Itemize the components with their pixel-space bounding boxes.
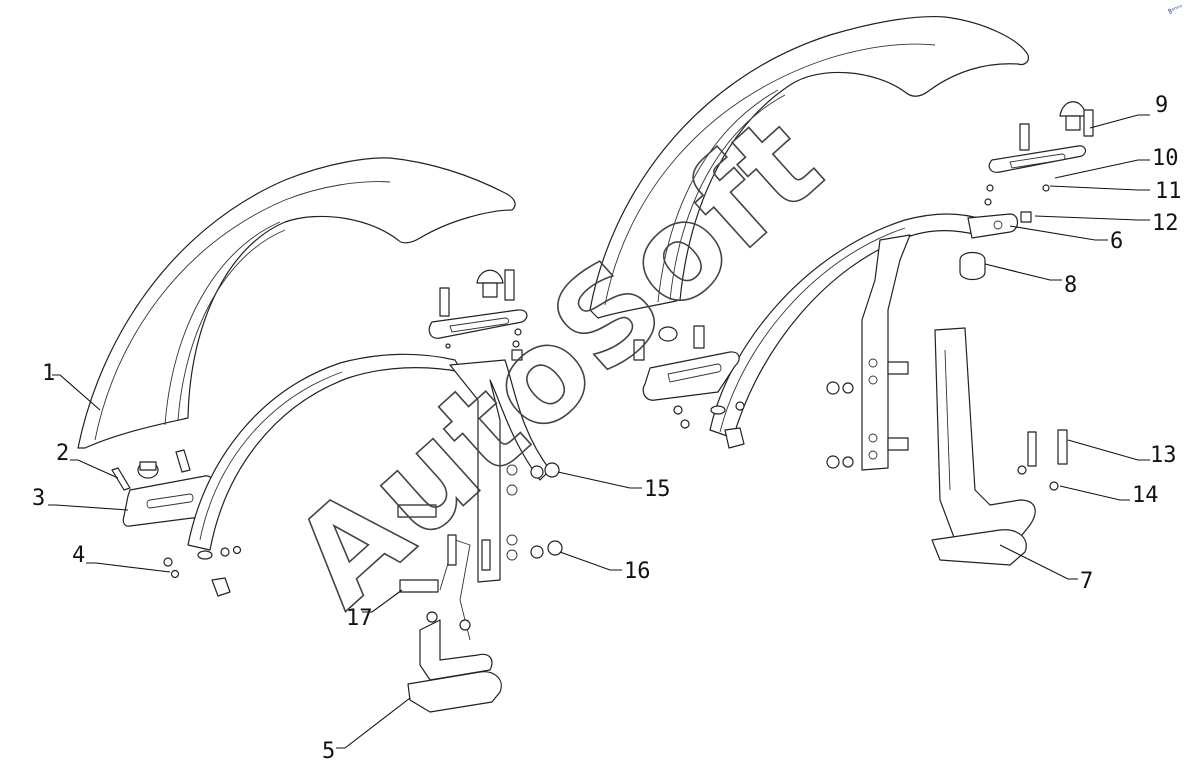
callout-4: 4 [72,543,85,568]
right-base-mount [931,327,1068,566]
callout-5: 5 [322,739,335,764]
callout-17: 17 [346,606,373,631]
callout-13: 13 [1150,443,1177,468]
callout-9: 9 [1155,93,1168,118]
callout-15: 15 [644,477,671,502]
corner-mark: ꝸᵉᵐᵐ [1167,3,1184,16]
callout-labels: 1 2 3 4 5 6 7 8 9 10 11 12 13 14 15 16 1… [32,93,1182,764]
mid-bracket-plate [633,325,740,429]
callout-14: 14 [1132,483,1159,508]
callout-11: 11 [1155,179,1182,204]
leader-lines [48,114,1150,749]
callout-8: 8 [1064,273,1077,298]
callout-1: 1 [42,361,55,386]
right-top-bracket [984,101,1094,223]
callout-2: 2 [56,441,69,466]
callout-6: 6 [1110,229,1123,254]
callout-3: 3 [32,486,45,511]
right-fender [589,16,1029,319]
right-fender-stay [709,213,1019,449]
callout-7: 7 [1080,569,1093,594]
left-fender [77,157,516,449]
callout-12: 12 [1152,211,1179,236]
callout-16: 16 [624,559,651,584]
center-top-bracket [428,269,528,361]
left-bracket-plate [111,449,213,527]
right-vertical-stay [826,234,911,471]
callout-10: 10 [1152,146,1179,171]
center-vertical-stay [397,359,563,593]
left-base-mount [407,534,502,713]
